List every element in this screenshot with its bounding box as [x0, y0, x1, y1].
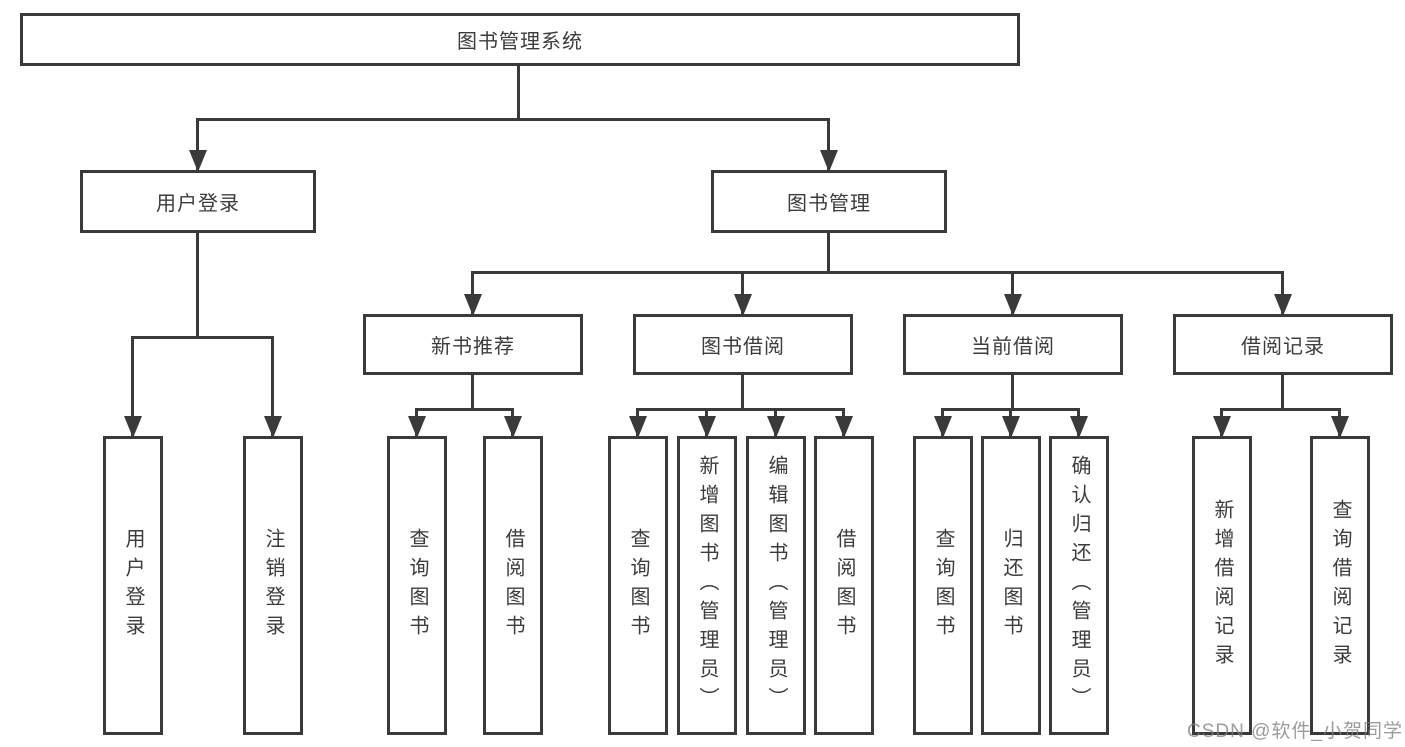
leaf-label: 借阅图书 [833, 527, 855, 644]
node-label: 用户登录 [156, 193, 240, 215]
arrow-to-leaf-logout [264, 336, 282, 438]
leaf-query-books-2: 查询图书 [608, 436, 668, 735]
node-book-borrowing: 图书借阅 [633, 314, 853, 375]
connector-current-borrowing-stem [1011, 375, 1014, 408]
arrow-to-current-borrowing [1004, 271, 1022, 316]
arrow-to-query-books-3 [934, 408, 952, 438]
connector-new-book-bus [415, 408, 513, 411]
connector-borrowing-records-stem [1281, 375, 1284, 408]
arrow-to-edit-books-admin [767, 408, 785, 438]
connector-user-login-bus [131, 336, 273, 339]
arrow-to-query-borrow-record [1331, 408, 1349, 438]
node-label: 图书借阅 [701, 336, 785, 358]
arrow-to-borrowing-records [1274, 271, 1292, 316]
arrow-to-add-books-admin [698, 408, 716, 438]
arrow-to-borrow-books-2 [835, 408, 853, 438]
connector-root-stem [517, 65, 520, 118]
leaf-logout: 注销登录 [243, 436, 303, 735]
connector-book-borrowing-stem [741, 375, 744, 408]
leaf-confirm-return-admin: 确认归还（管理员） [1049, 436, 1109, 735]
arrow-to-query-books-1 [408, 408, 426, 438]
connector-user-login-stem [196, 233, 199, 336]
leaf-label: 编辑图书（管理员） [765, 455, 787, 716]
node-user-login: 用户登录 [80, 170, 316, 233]
node-label: 当前借阅 [971, 336, 1055, 358]
arrow-to-borrow-books-1 [504, 408, 522, 438]
leaf-borrow-books-2: 借阅图书 [814, 436, 874, 735]
node-borrowing-records: 借阅记录 [1173, 314, 1393, 375]
node-label: 图书管理 [787, 193, 871, 215]
node-label: 新书推荐 [431, 336, 515, 358]
node-book-management: 图书管理 [711, 170, 947, 233]
node-current-borrowing: 当前借阅 [903, 314, 1123, 375]
watermark-csdn: CSDN @软件_小贺同学 [1187, 721, 1403, 742]
connector-book-management-bus [471, 271, 1283, 274]
leaf-label: 新增图书（管理员） [696, 455, 718, 716]
arrow-to-confirm-return-admin [1070, 408, 1088, 438]
connector-borrowing-records-bus [1220, 408, 1340, 411]
leaf-label: 确认归还（管理员） [1068, 455, 1090, 716]
leaf-label: 用户登录 [122, 527, 144, 644]
node-label: 图书管理系统 [457, 31, 583, 53]
connector-new-book-stem [471, 375, 474, 408]
leaf-query-books-1: 查询图书 [387, 436, 447, 735]
leaf-user-login: 用户登录 [103, 436, 163, 735]
arrow-to-leaf-user-login [124, 336, 142, 438]
leaf-add-books-admin: 新增图书（管理员） [677, 436, 737, 735]
node-label: 借阅记录 [1241, 336, 1325, 358]
arrow-to-book-borrowing [734, 271, 752, 316]
arrow-to-query-books-2 [629, 408, 647, 438]
leaf-return-books: 归还图书 [981, 436, 1041, 735]
leaf-label: 注销登录 [262, 527, 284, 644]
leaf-label: 查询借阅记录 [1329, 498, 1351, 673]
connector-root-bus [196, 118, 830, 121]
arrow-to-add-borrow-record [1213, 408, 1231, 438]
arrow-to-return-books [1002, 408, 1020, 438]
leaf-edit-books-admin: 编辑图书（管理员） [746, 436, 806, 735]
leaf-label: 查询图书 [406, 527, 428, 644]
arrow-to-new-book-recommendation [464, 271, 482, 316]
leaf-add-borrow-record: 新增借阅记录 [1192, 436, 1252, 735]
leaf-query-borrow-record: 查询借阅记录 [1310, 436, 1370, 735]
connector-book-management-stem [827, 233, 830, 271]
node-new-book-recommendation: 新书推荐 [363, 314, 583, 375]
leaf-label: 查询图书 [932, 527, 954, 644]
arrow-to-book-management [820, 118, 838, 172]
leaf-label: 借阅图书 [502, 527, 524, 644]
leaf-label: 新增借阅记录 [1211, 498, 1233, 673]
connector-book-borrowing-bus [636, 408, 844, 411]
node-library-management-system: 图书管理系统 [20, 13, 1020, 66]
leaf-label: 归还图书 [1000, 527, 1022, 644]
leaf-borrow-books-1: 借阅图书 [483, 436, 543, 735]
leaf-label: 查询图书 [627, 527, 649, 644]
leaf-query-books-3: 查询图书 [913, 436, 973, 735]
arrow-to-user-login [189, 118, 207, 172]
